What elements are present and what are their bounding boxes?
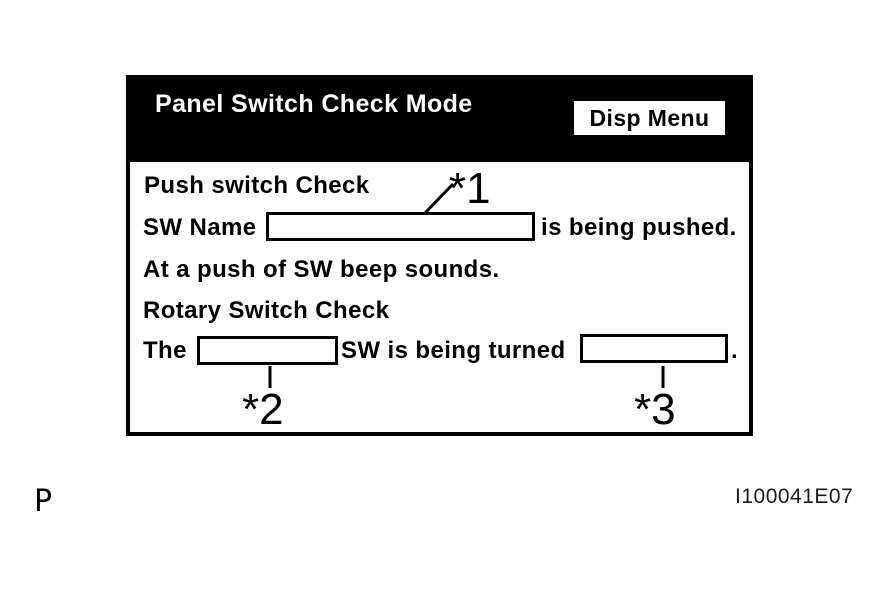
panel-title: Panel Switch Check Mode bbox=[155, 90, 473, 118]
is-being-pushed-text: is being pushed. bbox=[541, 214, 737, 241]
turn-direction-value-box bbox=[580, 334, 728, 363]
sentence-period: . bbox=[731, 337, 739, 364]
the-label: The bbox=[143, 337, 187, 364]
disp-menu-button[interactable]: Disp Menu bbox=[574, 101, 725, 135]
beep-sounds-text: At a push of SW beep sounds. bbox=[143, 256, 500, 283]
callout-label-3: *3 bbox=[634, 385, 676, 434]
callout-label-2: *2 bbox=[242, 385, 284, 434]
page-section-letter: P bbox=[34, 484, 53, 519]
rotary-switch-check-title: Rotary Switch Check bbox=[143, 297, 390, 324]
is-being-turned-text: SW is being turned bbox=[341, 337, 566, 364]
sw-name-value-box bbox=[266, 212, 535, 241]
push-switch-check-title: Push switch Check bbox=[144, 172, 370, 199]
rotary-sw-name-value-box bbox=[197, 336, 338, 365]
figure-code: I100041E07 bbox=[735, 485, 854, 508]
callout-label-1: *1 bbox=[449, 164, 491, 213]
sw-name-label: SW Name bbox=[143, 214, 257, 241]
